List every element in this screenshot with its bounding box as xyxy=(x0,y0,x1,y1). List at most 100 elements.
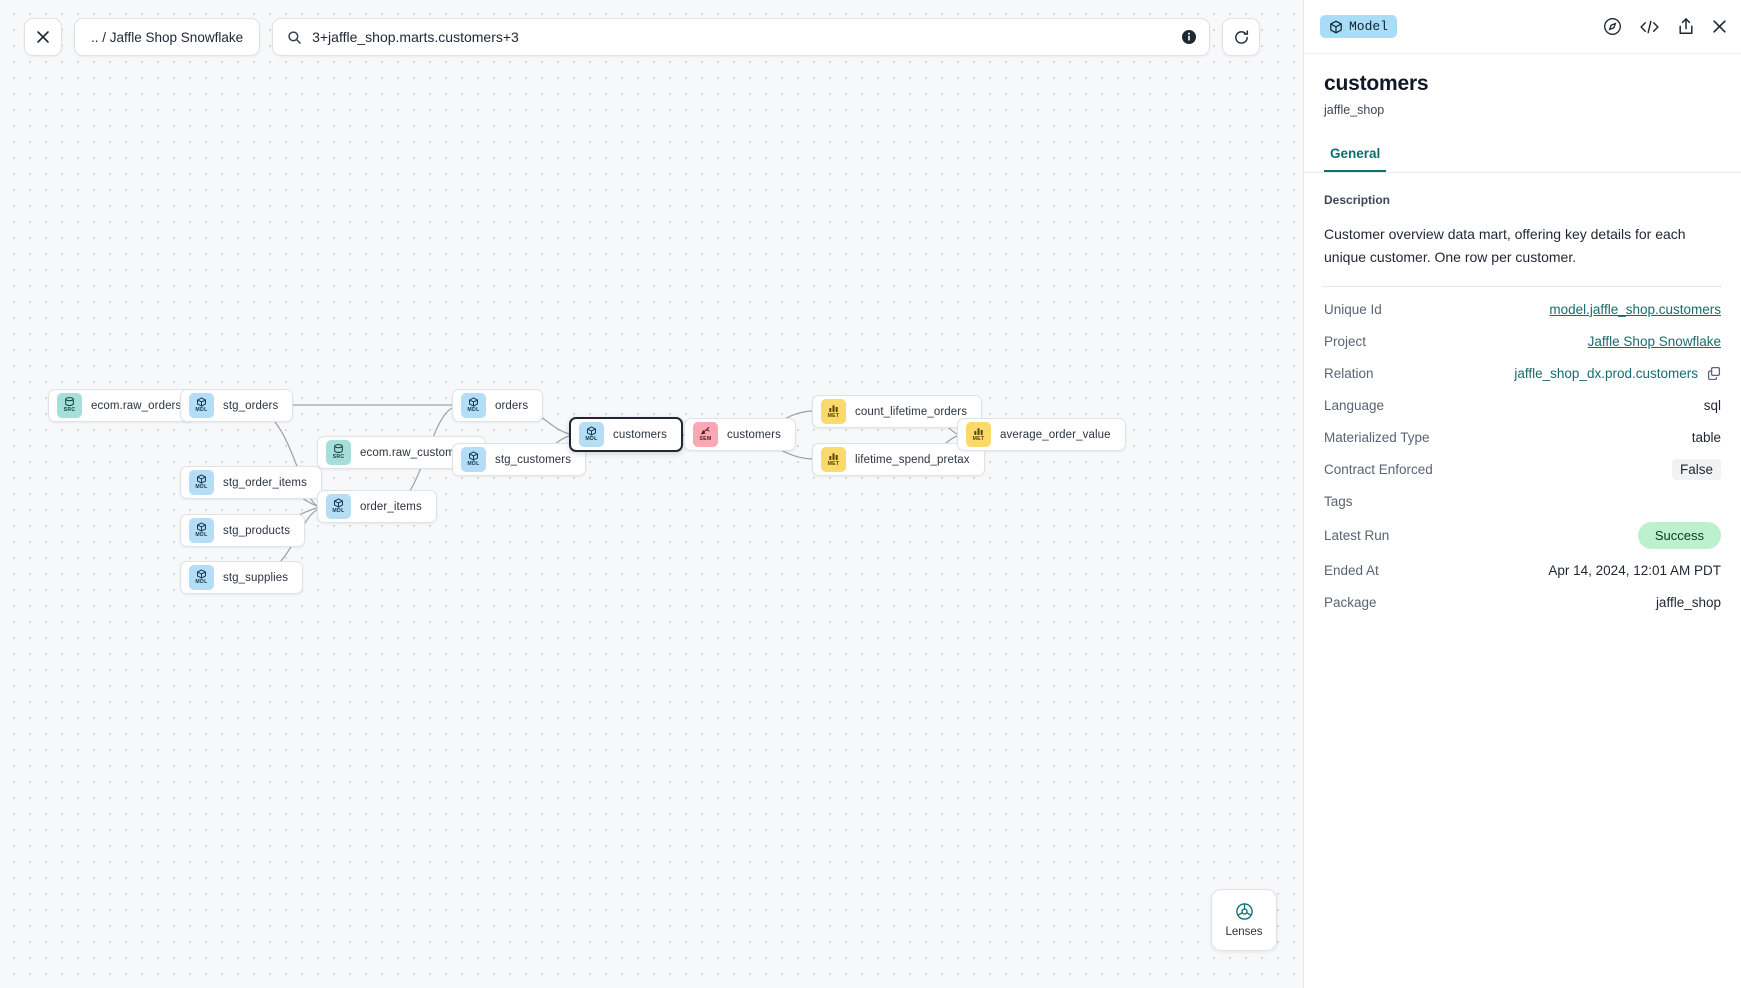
code-icon[interactable] xyxy=(1639,18,1660,36)
badge-text: MDL xyxy=(585,436,598,443)
mdl-badge-icon: MDL xyxy=(326,494,351,519)
detail-row-language: Language sql xyxy=(1324,389,1721,421)
language-value: sql xyxy=(1703,397,1721,413)
lenses-button[interactable]: Lenses xyxy=(1211,889,1277,951)
graph-node[interactable]: MET lifetime_spend_pretax xyxy=(812,443,985,476)
relation-link[interactable]: jaffle_shop_dx.prod.customers xyxy=(1514,365,1698,381)
badge-text: SRC xyxy=(332,454,345,461)
badge-text: SEM xyxy=(699,436,712,443)
row-key: Project xyxy=(1324,333,1367,349)
mdl-badge-icon: MDL xyxy=(189,565,214,590)
share-icon[interactable] xyxy=(1677,17,1695,36)
panel-subtitle: jaffle_shop xyxy=(1324,103,1385,117)
description-label: Description xyxy=(1324,193,1391,207)
refresh-button[interactable] xyxy=(1222,18,1261,56)
info-icon[interactable] xyxy=(1181,29,1197,45)
mdl-badge-icon: MDL xyxy=(579,422,604,447)
mdl-badge-icon: MDL xyxy=(189,518,214,543)
package-value: jaffle_shop xyxy=(1655,594,1721,610)
panel-actions xyxy=(1603,17,1727,36)
detail-row-project: Project Jaffle Shop Snowflake xyxy=(1324,325,1721,357)
mdl-badge-icon: MDL xyxy=(189,470,214,495)
graph-node-selected[interactable]: MDL customers xyxy=(569,417,683,452)
graph-node[interactable]: MDL stg_customers xyxy=(452,443,587,476)
node-label: stg_customers xyxy=(495,453,572,466)
graph-node[interactable]: MDL stg_orders xyxy=(180,389,294,422)
node-label: count_lifetime_orders xyxy=(855,405,968,418)
breadcrumb[interactable]: .. / Jaffle Shop Snowflake xyxy=(74,18,261,56)
details-panel: Model xyxy=(1303,0,1741,988)
project-link[interactable]: Jaffle Shop Snowflake xyxy=(1587,333,1721,349)
badge-text: MDL xyxy=(195,532,208,539)
badge-text: MDL xyxy=(332,508,345,515)
lineage-canvas[interactable]: .. / Jaffle Shop Snowflake xyxy=(0,0,1303,988)
divider xyxy=(1324,286,1721,288)
tab-general[interactable]: General xyxy=(1324,139,1387,172)
badge-text: SRC xyxy=(63,407,76,414)
status-badge: Success xyxy=(1637,522,1721,550)
panel-tabs: General xyxy=(1304,139,1741,173)
close-icon xyxy=(37,31,49,43)
panel-body: Description Customer overview data mart,… xyxy=(1304,173,1741,988)
detail-row-contract-enforced: Contract Enforced False xyxy=(1324,453,1721,485)
node-label: average_order_value xyxy=(1000,428,1111,441)
row-key: Contract Enforced xyxy=(1324,461,1433,477)
resource-type-label: Model xyxy=(1349,19,1389,34)
badge-text: MET xyxy=(827,461,840,468)
cube-icon xyxy=(1330,20,1342,33)
badge-text: MET xyxy=(827,413,840,420)
row-key: Package xyxy=(1324,594,1377,610)
met-badge-icon: MET xyxy=(821,399,846,424)
graph-node[interactable]: MDL stg_supplies xyxy=(180,561,304,594)
row-key: Relation xyxy=(1324,365,1374,381)
node-label: stg_supplies xyxy=(223,571,289,584)
graph-node[interactable]: MDL stg_order_items xyxy=(180,466,322,499)
badge-text: MDL xyxy=(195,579,208,586)
panel-toolbar: Model xyxy=(1304,0,1741,54)
lineage-graph[interactable]: SRC ecom.raw_orders MDL stg_orders MDL s… xyxy=(0,0,1303,988)
detail-row-unique-id: Unique Id model.jaffle_shop.customers xyxy=(1324,293,1721,325)
page-title: customers xyxy=(1324,72,1429,95)
row-key: Ended At xyxy=(1324,562,1379,578)
description-text: Customer overview data mart, offering ke… xyxy=(1324,226,1686,265)
node-label: lifetime_spend_pretax xyxy=(855,453,970,466)
graph-node[interactable]: MDL stg_products xyxy=(180,514,306,547)
node-label: customers xyxy=(727,428,781,441)
detail-row-tags: Tags xyxy=(1324,485,1721,517)
node-label: orders xyxy=(495,399,529,412)
node-label: ecom.raw_orders xyxy=(91,399,182,412)
close-panel-icon[interactable] xyxy=(1712,19,1727,34)
mdl-badge-icon: MDL xyxy=(189,393,214,418)
node-label: order_items xyxy=(360,500,422,513)
row-key: Materialized Type xyxy=(1324,429,1430,445)
search-icon xyxy=(288,30,301,44)
badge-text: MDL xyxy=(195,484,208,491)
badge-text: MDL xyxy=(195,407,208,414)
graph-node[interactable]: MET average_order_value xyxy=(957,418,1126,451)
graph-node[interactable]: MDL order_items xyxy=(317,490,437,523)
node-label: stg_orders xyxy=(223,399,279,412)
row-key: Latest Run xyxy=(1324,528,1390,544)
detail-row-package: Package jaffle_shop xyxy=(1324,586,1721,618)
graph-node[interactable]: SEM customers xyxy=(684,418,796,451)
unique-id-link[interactable]: model.jaffle_shop.customers xyxy=(1549,301,1721,317)
contract-enforced-chip: False xyxy=(1671,458,1721,480)
graph-node[interactable]: SRC ecom.raw_orders xyxy=(48,389,197,422)
src-badge-icon: SRC xyxy=(57,393,82,418)
search-input[interactable] xyxy=(312,29,1172,45)
badge-text: MDL xyxy=(467,461,480,468)
compass-icon[interactable] xyxy=(1603,17,1622,36)
row-key: Language xyxy=(1324,397,1385,413)
search-bar[interactable] xyxy=(272,18,1211,56)
relation-value-wrap: jaffle_shop_dx.prod.customers xyxy=(1514,366,1721,381)
row-key: Unique Id xyxy=(1324,301,1382,317)
sem-badge-icon: SEM xyxy=(693,422,718,447)
node-label: stg_products xyxy=(223,524,291,537)
graph-node[interactable]: MDL orders xyxy=(452,389,544,422)
resource-type-chip[interactable]: Model xyxy=(1320,15,1398,38)
graph-node[interactable]: MET count_lifetime_orders xyxy=(812,395,983,428)
node-label: stg_order_items xyxy=(223,476,307,489)
close-lineage-button[interactable] xyxy=(24,18,62,56)
lenses-label: Lenses xyxy=(1225,926,1263,938)
copy-icon[interactable] xyxy=(1707,366,1721,381)
